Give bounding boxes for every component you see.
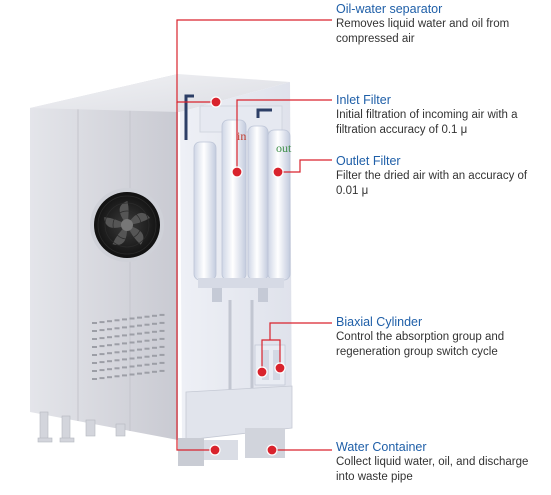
callout-description: Collect liquid water, oil, and discharge… xyxy=(336,456,529,483)
filter-tubes xyxy=(193,119,291,302)
callout-description: Filter the dried air with an accuracy of… xyxy=(336,170,528,197)
marker-inlet-filter xyxy=(231,166,243,178)
marker-outlet-filter xyxy=(272,166,284,178)
fan-icon xyxy=(90,188,164,262)
leader-lines xyxy=(176,19,332,451)
callout-outlet-filter: Outlet Filter Filter the dried air with … xyxy=(336,154,548,199)
callout-title: Oil-water separator xyxy=(336,2,443,16)
marker-biaxial-cylinder-a xyxy=(256,366,268,378)
port-in-label: in xyxy=(237,129,246,143)
marker-water-container-a xyxy=(209,444,221,456)
callout-biaxial-cylinder: Biaxial Cylinder Control the absorption … xyxy=(336,315,548,360)
callout-water-container: Water Container Collect liquid water, oi… xyxy=(336,440,548,485)
callout-markers xyxy=(209,96,286,456)
unit-legs xyxy=(37,411,126,443)
unit-top-panel xyxy=(30,74,290,112)
callout-title: Biaxial Cylinder xyxy=(336,315,423,329)
unit-side-panel xyxy=(30,74,178,440)
callout-description: Control the absorption group and regener… xyxy=(336,331,505,358)
marker-water-container-b xyxy=(266,444,278,456)
marker-biaxial-cylinder-b xyxy=(274,362,286,374)
internal-pipes xyxy=(228,300,254,392)
callout-title: Inlet Filter xyxy=(336,93,391,107)
callout-title: Outlet Filter xyxy=(336,154,401,168)
callout-inlet-filter: Inlet Filter Initial filtration of incom… xyxy=(336,93,548,138)
vent-grid xyxy=(92,313,165,380)
callout-title: Water Container xyxy=(336,440,427,454)
callout-oil-water-separator: Oil-water separator Removes liquid water… xyxy=(336,2,548,47)
marker-oil-water-separator xyxy=(210,96,222,108)
callout-description: Removes liquid water and oil from compre… xyxy=(336,18,510,45)
top-manifold-pipe xyxy=(184,94,272,140)
port-out-label: out xyxy=(276,141,292,155)
callout-description: Initial filtration of incoming air with … xyxy=(336,109,518,136)
